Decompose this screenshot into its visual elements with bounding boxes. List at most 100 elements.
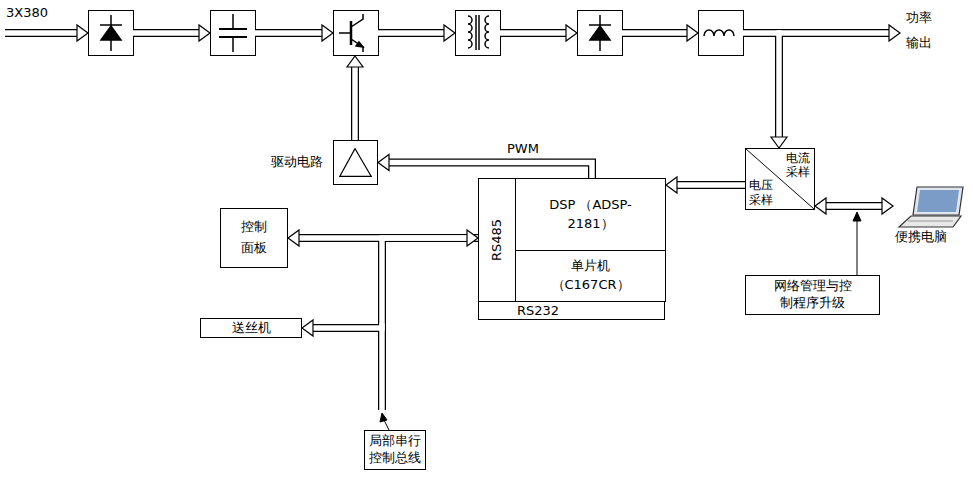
transistor-symbol-part bbox=[339, 32, 351, 34]
transformer-symbol-part bbox=[485, 16, 489, 48]
rectifier-diode-symbol-part bbox=[590, 26, 610, 40]
node-text: RS232 bbox=[479, 301, 664, 319]
signal-label: 3X380 bbox=[6, 4, 48, 22]
transformer-symbol bbox=[468, 15, 489, 50]
connector-arrow bbox=[312, 238, 478, 328]
component-box-part bbox=[699, 11, 744, 56]
driver-box-part bbox=[334, 141, 377, 184]
power-flow-arrow bbox=[379, 326, 385, 410]
panel-box: 控制 面板 bbox=[220, 208, 288, 268]
rectifier-diode-symbol-part bbox=[100, 24, 122, 26]
power-flow-arrow bbox=[775, 33, 783, 138]
wire-feeder-box: 送丝机 bbox=[200, 318, 302, 338]
connector-arrow bbox=[388, 163, 592, 179]
node-text: DSP （ADSP-2181） bbox=[541, 196, 641, 234]
rectifier-diode-symbol-part bbox=[101, 26, 121, 40]
inductor-symbol bbox=[704, 30, 734, 36]
connector-arrow bbox=[825, 202, 883, 210]
laptop: 便携电脑 bbox=[893, 185, 971, 247]
power-flow-arrow bbox=[776, 33, 782, 138]
power-flow-arrow bbox=[444, 25, 455, 41]
node-text: 控制 面板 bbox=[239, 217, 269, 259]
node-text: 局部串行 控制总线 bbox=[368, 433, 422, 467]
power-flow-arrow bbox=[255, 29, 323, 37]
power-flow-arrow bbox=[566, 25, 577, 41]
connector-arrow bbox=[378, 155, 389, 171]
power-flow-arrow bbox=[322, 25, 333, 41]
transformer-symbol-part bbox=[468, 16, 472, 48]
component-box bbox=[89, 11, 744, 56]
transformer-symbol-part bbox=[478, 15, 480, 50]
inductor-symbol-part bbox=[704, 30, 734, 36]
transistor-symbol-part bbox=[351, 14, 363, 27]
power-flow-arrow bbox=[352, 66, 358, 140]
connector-arrow bbox=[312, 238, 478, 328]
connector-arrow bbox=[825, 203, 883, 209]
power-flow-arrow bbox=[743, 30, 890, 36]
rectifier-diode-symbol bbox=[100, 15, 122, 51]
controller-box: RS485RS232DSP （ADSP-2181）单片机 （C167CR） bbox=[478, 178, 665, 320]
connector-arrow bbox=[288, 230, 299, 246]
laptop-part-part bbox=[913, 187, 963, 215]
rectifier-diode-symbol-part bbox=[589, 24, 611, 26]
connector-arrow bbox=[815, 198, 826, 214]
connector-arrow bbox=[882, 198, 893, 214]
transistor-symbol-part bbox=[356, 42, 363, 47]
connector-arrow bbox=[666, 177, 677, 193]
node-text: 电压 采样 bbox=[749, 178, 774, 207]
driver-box: 驱动电路 bbox=[333, 140, 378, 185]
laptop-part-part bbox=[899, 216, 961, 227]
power-flow-arrow bbox=[133, 29, 200, 37]
power-flow-arrow bbox=[500, 29, 567, 37]
power-flow-arrow bbox=[378, 29, 445, 37]
laptop-part-part bbox=[917, 190, 959, 212]
callout-arrow-part bbox=[380, 413, 387, 422]
connector-arrow bbox=[302, 320, 313, 336]
component-box-part bbox=[211, 11, 256, 56]
sampling-box: 电流 采样电压 采样 bbox=[745, 148, 815, 210]
callout-arrow-part bbox=[853, 212, 861, 221]
laptop-part-part bbox=[908, 221, 953, 222]
power-flow-arrow bbox=[378, 326, 386, 410]
connector-arrow bbox=[676, 181, 745, 189]
power-flow-arrow bbox=[347, 56, 363, 67]
power-flow-arrow bbox=[622, 30, 688, 36]
node-text: 电流 采样 bbox=[786, 151, 811, 180]
power-flow-arrow bbox=[378, 30, 445, 36]
node-text: 便携电脑 bbox=[895, 229, 947, 245]
connector-arrow bbox=[676, 182, 745, 188]
power-flow-arrow bbox=[5, 30, 78, 36]
power-flow-arrow bbox=[133, 30, 200, 36]
sampling-box-part-part bbox=[746, 149, 814, 209]
node-text: 单片机 （C167CR） bbox=[541, 257, 641, 295]
component-box-part bbox=[578, 11, 623, 56]
power-flow-arrow bbox=[255, 30, 323, 36]
capacitor-symbol-part bbox=[219, 28, 247, 30]
power-flow-arrow bbox=[77, 25, 88, 41]
connector-arrow bbox=[467, 230, 478, 246]
power-flow-arrow bbox=[743, 29, 890, 37]
component-box-part bbox=[89, 11, 134, 56]
component-box-part bbox=[334, 11, 379, 56]
power-flow-arrow bbox=[771, 137, 787, 148]
bus-note-box: 局部串行 控制总线 bbox=[364, 430, 426, 470]
transistor-symbol bbox=[339, 14, 363, 52]
component-box-part bbox=[456, 11, 501, 56]
rectifier-diode-symbol bbox=[589, 15, 611, 51]
mcu-box: 单片机 （C167CR） bbox=[515, 250, 666, 302]
connector-arrow bbox=[388, 163, 592, 179]
capacitor-symbol-part bbox=[232, 37, 234, 52]
power-flow-arrow bbox=[351, 66, 359, 140]
node-text: 网络管理与控 制程序升级 bbox=[772, 278, 854, 312]
capacitor-symbol-part bbox=[232, 14, 234, 29]
node-text: 驱动电路 bbox=[271, 153, 323, 172]
node-text: 送丝机 bbox=[232, 320, 271, 336]
power-flow-arrow bbox=[622, 29, 688, 37]
transformer-symbol-part bbox=[475, 15, 477, 50]
power-flow-arrow bbox=[5, 29, 78, 37]
power-flow-arrow bbox=[889, 25, 900, 41]
callout-arrow-part bbox=[857, 219, 858, 275]
power-flow-arrow bbox=[687, 25, 698, 41]
